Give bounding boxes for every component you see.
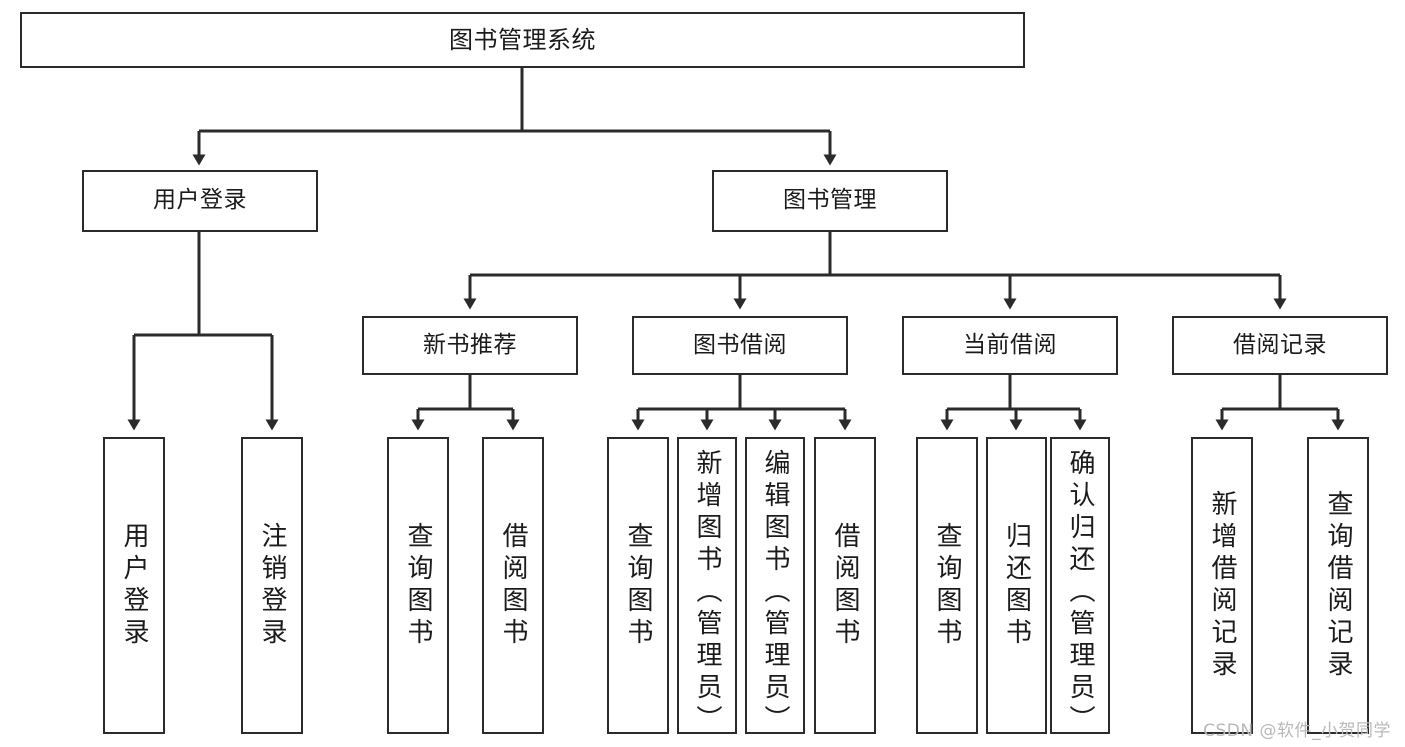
node-leaf-record-query-label: 查询借阅记录 <box>1323 489 1353 682</box>
node-leaf-current-query[interactable]: 查询图书 <box>916 437 978 734</box>
node-leaf-borrow-add[interactable]: 新增图书（管理员） <box>677 437 737 737</box>
node-book-borrow[interactable]: 图书借阅 <box>632 316 848 375</box>
node-leaf-current-return-label: 归还图书 <box>1001 521 1032 650</box>
node-leaf-borrow-query-label: 查询图书 <box>623 521 653 650</box>
node-leaf-user-login-label: 用户登录 <box>119 521 149 650</box>
node-root-system[interactable]: 图书管理系统 <box>20 12 1025 68</box>
node-book-manage-label: 图书管理 <box>783 187 877 214</box>
node-leaf-user-login[interactable]: 用户登录 <box>103 437 165 734</box>
node-borrow-record[interactable]: 借阅记录 <box>1172 316 1388 375</box>
csdn-watermark: CSDN @软件_小贺同学 <box>1203 721 1391 741</box>
node-borrow-record-label: 借阅记录 <box>1233 331 1327 358</box>
node-leaf-record-add-label: 新增借阅记录 <box>1207 489 1237 682</box>
node-book-manage[interactable]: 图书管理 <box>712 170 948 232</box>
node-leaf-recommend-query-label: 查询图书 <box>403 521 433 650</box>
node-leaf-borrow-edit-label: 编辑图书（管理员） <box>760 449 790 737</box>
node-leaf-borrow-query[interactable]: 查询图书 <box>607 437 669 734</box>
node-current-borrow[interactable]: 当前借阅 <box>902 316 1118 375</box>
node-leaf-logout-label: 注销登录 <box>257 521 287 650</box>
node-leaf-current-query-label: 查询图书 <box>932 521 962 650</box>
node-root-system-label: 图书管理系统 <box>449 25 596 54</box>
node-current-borrow-label: 当前借阅 <box>963 331 1057 358</box>
node-leaf-recommend-borrow[interactable]: 借阅图书 <box>482 437 544 734</box>
node-leaf-record-query[interactable]: 查询借阅记录 <box>1307 437 1369 734</box>
node-user-login[interactable]: 用户登录 <box>82 170 318 232</box>
node-book-borrow-label: 图书借阅 <box>693 331 787 358</box>
node-leaf-recommend-borrow-label: 借阅图书 <box>498 521 528 650</box>
node-leaf-record-add[interactable]: 新增借阅记录 <box>1191 437 1253 734</box>
node-leaf-borrow-add-label: 新增图书（管理员） <box>692 449 722 737</box>
node-leaf-borrow-lend-label: 借阅图书 <box>830 521 860 650</box>
node-new-book-recommend-label: 新书推荐 <box>423 331 517 358</box>
node-leaf-recommend-query[interactable]: 查询图书 <box>387 437 449 734</box>
node-new-book-recommend[interactable]: 新书推荐 <box>362 316 578 375</box>
node-leaf-current-return[interactable]: 归还图书 <box>986 437 1047 734</box>
node-user-login-label: 用户登录 <box>153 187 247 214</box>
node-leaf-current-confirm-label: 确认归还（管理员） <box>1065 449 1095 737</box>
node-leaf-logout[interactable]: 注销登录 <box>241 437 303 734</box>
node-leaf-current-confirm[interactable]: 确认归还（管理员） <box>1050 437 1110 737</box>
node-leaf-borrow-lend[interactable]: 借阅图书 <box>814 437 876 734</box>
node-leaf-borrow-edit[interactable]: 编辑图书（管理员） <box>745 437 805 737</box>
